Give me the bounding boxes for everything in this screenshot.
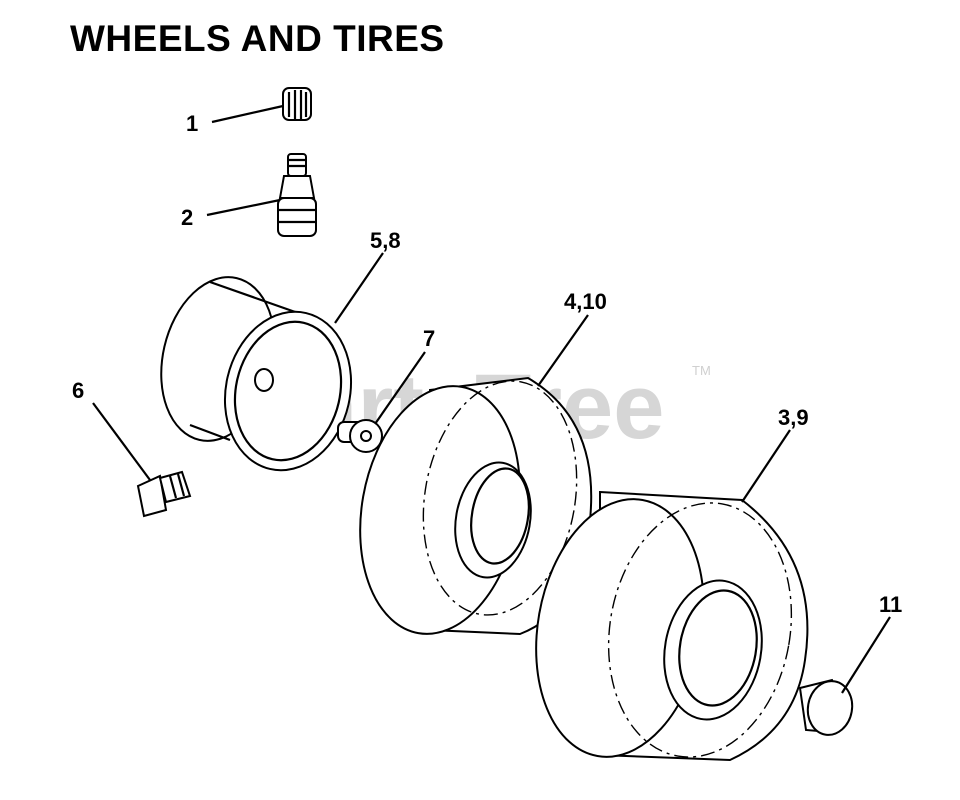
callout-11: 11 xyxy=(879,592,902,617)
callout-4-10: 4,10 xyxy=(564,289,607,314)
part-washer[interactable] xyxy=(337,419,383,453)
page-title: WHEELS AND TIRES xyxy=(70,18,445,59)
part-rear-tire[interactable] xyxy=(517,486,811,772)
part-front-tire[interactable] xyxy=(341,369,594,647)
callout-3-9: 3,9 xyxy=(778,405,809,430)
callout-labels: 1 2 5,8 7 6 4,10 3,9 11 xyxy=(72,111,902,617)
leader-lines xyxy=(92,104,891,694)
part-valve-cap[interactable] xyxy=(282,87,312,121)
callout-5-8: 5,8 xyxy=(370,228,401,253)
watermark-trademark: TM xyxy=(692,363,711,378)
callout-6: 6 xyxy=(72,378,84,403)
callout-2: 2 xyxy=(181,205,193,230)
part-valve-stem[interactable] xyxy=(277,153,317,237)
part-grease-fitting[interactable] xyxy=(136,470,192,518)
part-hub-cap[interactable] xyxy=(798,678,856,739)
callout-7: 7 xyxy=(423,326,435,351)
callout-1: 1 xyxy=(186,111,198,136)
part-rim[interactable] xyxy=(146,266,367,483)
